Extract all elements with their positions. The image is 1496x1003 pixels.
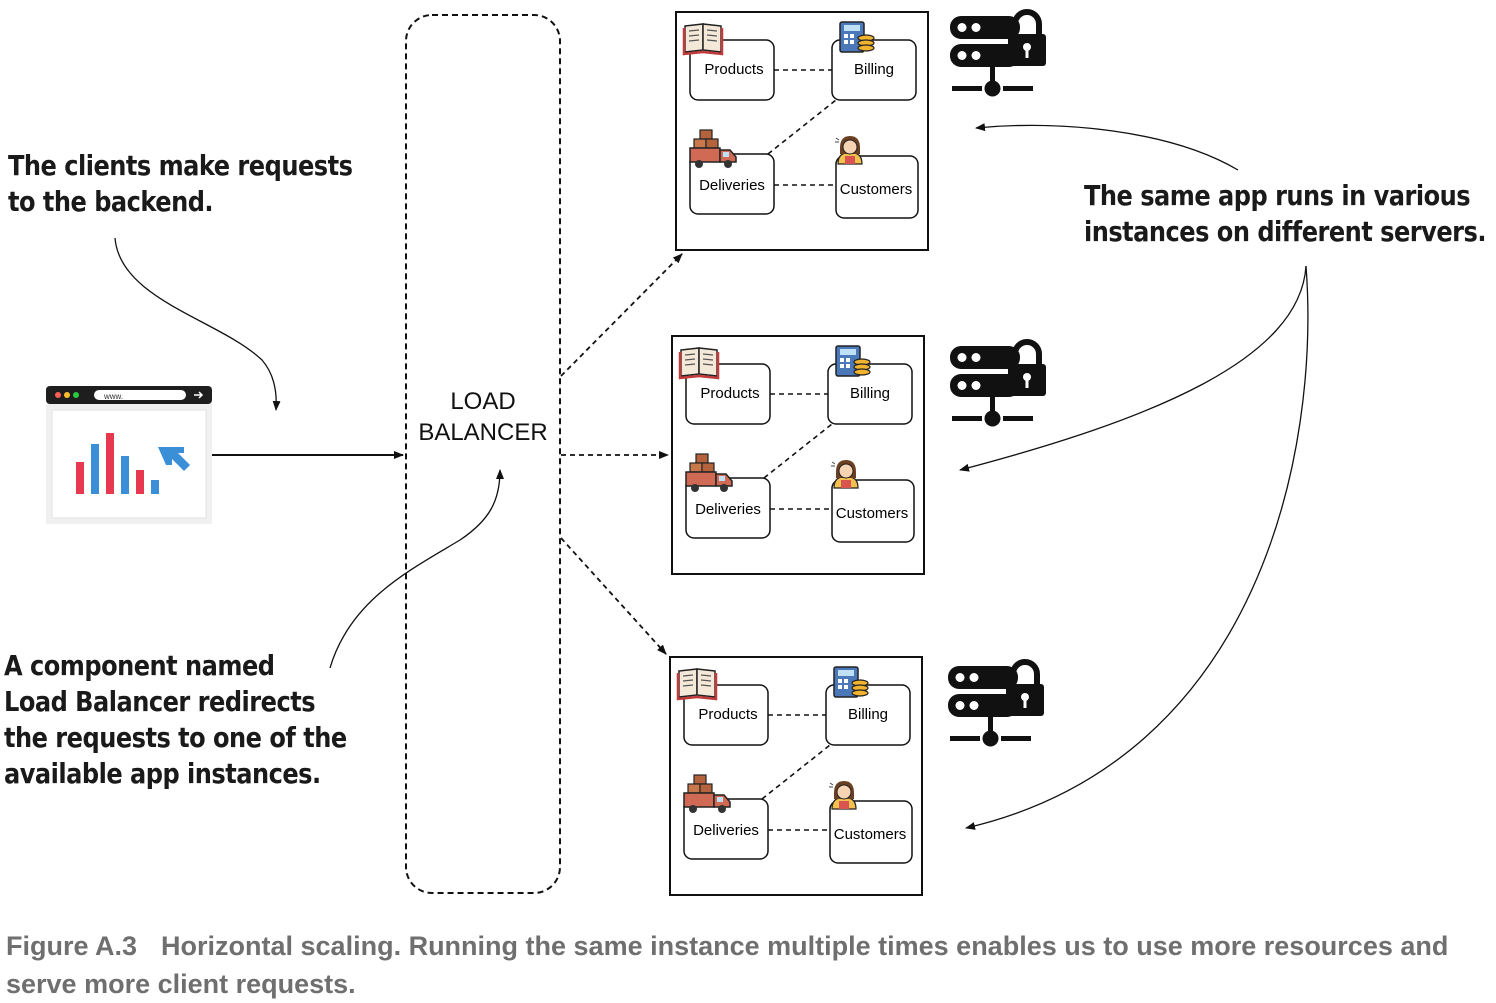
products-label: Products bbox=[704, 61, 763, 78]
products-label: Products bbox=[698, 706, 757, 723]
lb-annotation-line-3: the requests to one of the bbox=[4, 721, 347, 754]
diagram-canvas: www. LOAD BALANCER bbox=[46, 0, 1309, 896]
lb-annotation-line-1: A component named bbox=[4, 649, 275, 682]
chart-bar-6 bbox=[151, 480, 159, 494]
browser-window-icon: www. bbox=[46, 386, 212, 524]
customers-service-box bbox=[829, 800, 913, 864]
chart-bar-1 bbox=[76, 462, 84, 494]
figure-caption-text: Horizontal scaling. Running the same ins… bbox=[6, 931, 1449, 999]
instances-annotation: The same app runs in various instances o… bbox=[1084, 178, 1486, 250]
billing-label: Billing bbox=[848, 706, 888, 723]
lb-annotation-line-2: Load Balancer redirects bbox=[4, 685, 316, 718]
billing-label: Billing bbox=[850, 385, 890, 402]
browser-address-text: www. bbox=[103, 392, 123, 401]
clients-annotation-line-2: to the backend. bbox=[8, 185, 214, 218]
lb-to-instance-3-arrow bbox=[560, 537, 667, 655]
customers-service-box bbox=[835, 155, 919, 219]
chart-bar-5 bbox=[136, 470, 144, 494]
lb-to-instance-1-arrow bbox=[560, 253, 683, 377]
instances-annotation-line-2: instances on different servers. bbox=[1084, 215, 1486, 248]
clients-annotation-line-1: The clients make requests bbox=[8, 149, 353, 182]
customers-service-box bbox=[831, 479, 915, 543]
load-balancer-label-line-2: BALANCER bbox=[418, 419, 547, 446]
book-icon bbox=[678, 346, 720, 380]
instances-arrow-to-server-1 bbox=[975, 123, 1239, 171]
book-icon bbox=[682, 22, 724, 56]
load-balancer-box bbox=[405, 14, 561, 894]
instances-arrow-to-server-3 bbox=[965, 265, 1309, 830]
instances-arrow-to-server-2 bbox=[959, 265, 1307, 472]
server-lock-icon-2 bbox=[950, 342, 1046, 427]
server-lock-icon-1 bbox=[950, 12, 1046, 97]
chart-bar-4 bbox=[121, 456, 129, 494]
load-balancer-label-line-1: LOAD bbox=[450, 388, 515, 415]
clients-annotation: The clients make requests to the backend… bbox=[8, 148, 353, 220]
instances-annotation-line-1: The same app runs in various bbox=[1084, 179, 1471, 212]
customers-label: Customers bbox=[840, 181, 913, 198]
load-balancer-annotation: A component named Load Balancer redirect… bbox=[4, 648, 347, 792]
products-label: Products bbox=[700, 385, 759, 402]
customers-label: Customers bbox=[836, 505, 909, 522]
deliveries-label: Deliveries bbox=[693, 822, 759, 839]
bar-chart-icon bbox=[76, 433, 159, 494]
customers-label: Customers bbox=[834, 826, 907, 843]
book-icon bbox=[676, 667, 718, 701]
billing-label: Billing bbox=[854, 61, 894, 78]
app-instance-3: Products Billing Deliveries Customers bbox=[669, 656, 923, 896]
chart-bar-3 bbox=[106, 433, 114, 494]
app-instance-2: Products Billing Deliveries Customers bbox=[671, 335, 925, 575]
chart-bar-2 bbox=[91, 444, 99, 494]
figure-number: Figure A.3 bbox=[6, 931, 138, 961]
cursor-arrow-icon bbox=[158, 447, 190, 471]
clients-annotation-arrow bbox=[114, 237, 281, 411]
deliveries-label: Deliveries bbox=[699, 177, 765, 194]
lb-annotation-line-4: available app instances. bbox=[4, 757, 321, 790]
server-lock-icon-3 bbox=[948, 662, 1044, 747]
deliveries-label: Deliveries bbox=[695, 501, 761, 518]
app-instance-1: Products Billing Deliveries Customers bbox=[675, 11, 929, 251]
lb-annotation-arrow bbox=[329, 469, 504, 669]
